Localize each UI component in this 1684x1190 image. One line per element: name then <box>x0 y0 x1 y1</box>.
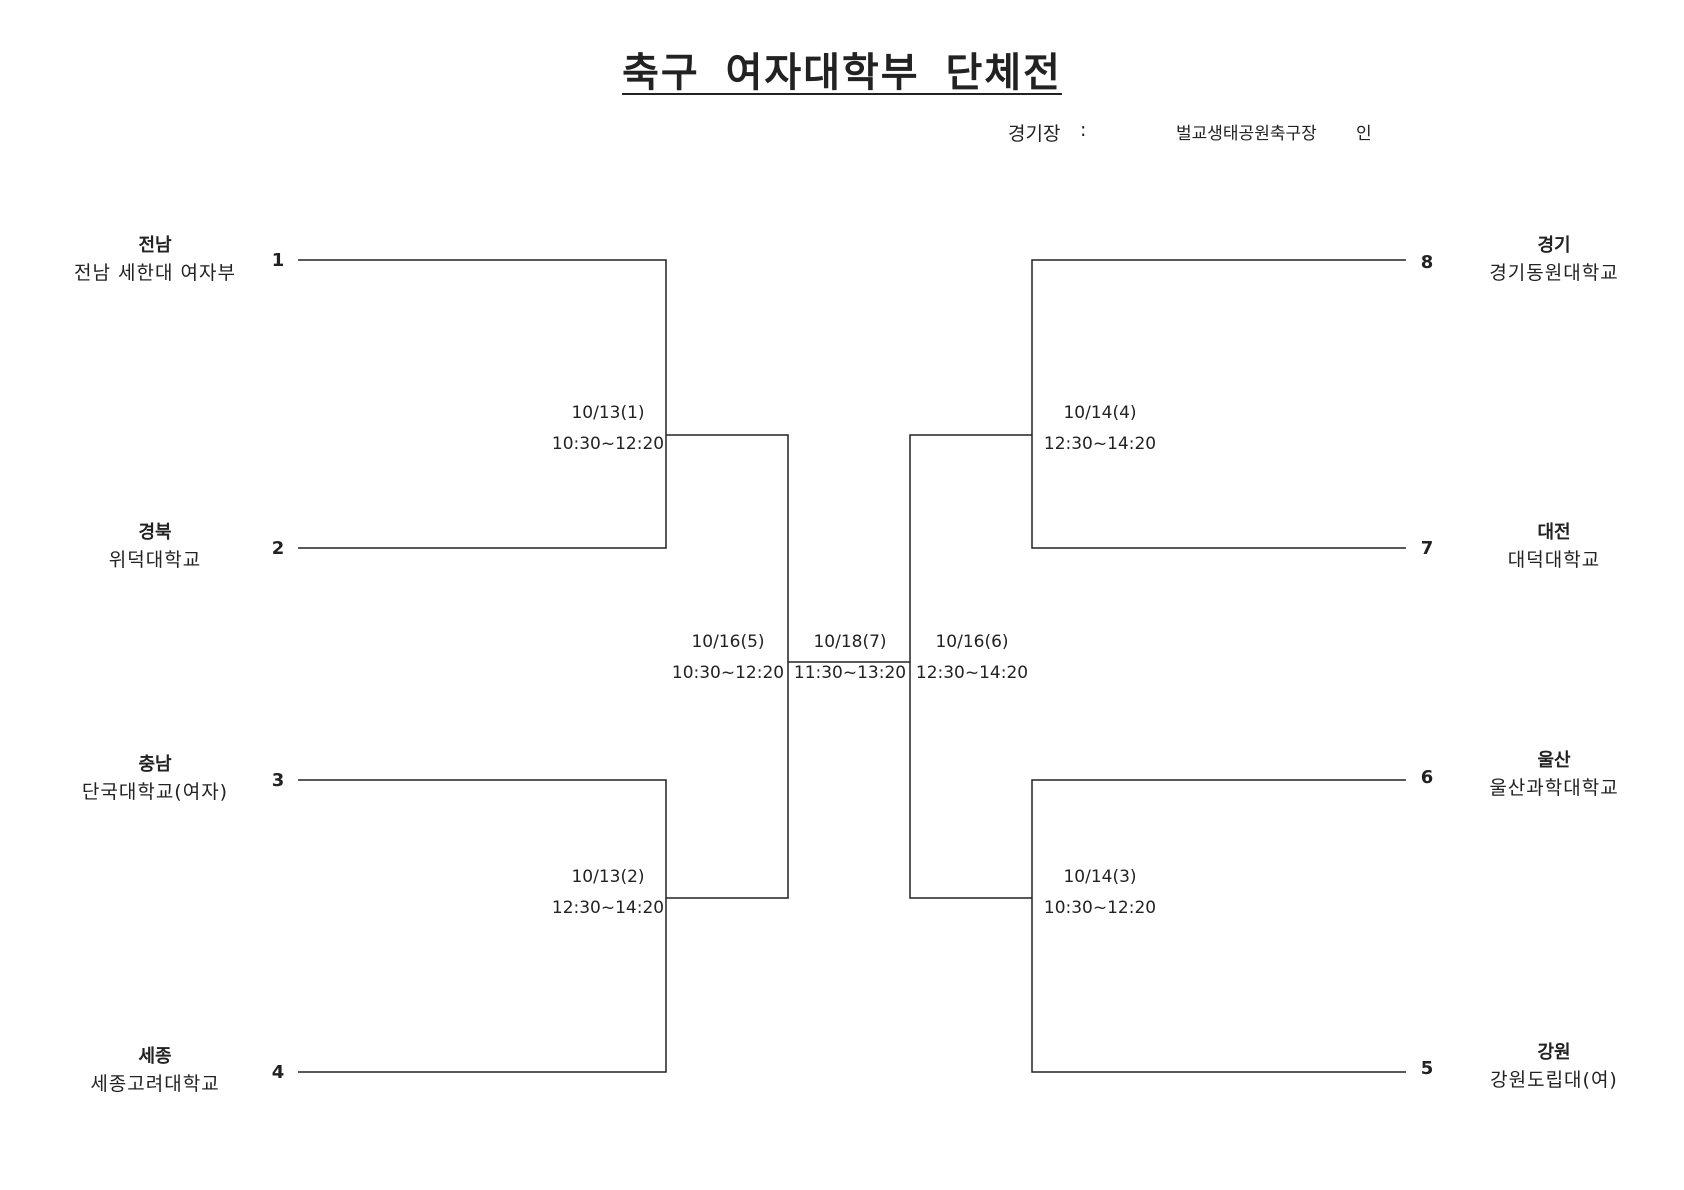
team-seed: 4 <box>271 1062 285 1083</box>
team-seed: 8 <box>1420 252 1434 273</box>
match-date: 10/13(1) <box>571 403 645 423</box>
match-date: 10/16(5) <box>691 632 765 652</box>
bracket-line-m1-out <box>666 434 789 899</box>
match-label-m2: 10/13(2) 12:30~14:20 <box>548 862 668 924</box>
match-label-m5: 10/16(5) 10:30~12:20 <box>668 627 788 689</box>
team-seed: 1 <box>271 250 285 271</box>
match-date: 10/14(4) <box>1063 403 1137 423</box>
team-region: 충남 <box>138 754 172 775</box>
team-seed: 7 <box>1420 538 1434 559</box>
match-label-m6: 10/16(6) 12:30~14:20 <box>912 627 1032 689</box>
team-seed: 2 <box>271 538 285 559</box>
match-time: 12:30~14:20 <box>1043 434 1157 454</box>
match-label-m3: 10/14(3) 10:30~12:20 <box>1040 862 1160 924</box>
team-school: 단국대학교(여자) <box>81 781 229 803</box>
team-entry-8: 경기 경기동원대학교 <box>1444 233 1664 287</box>
bracket-line-seed3 <box>298 779 667 1073</box>
team-region: 세종 <box>138 1046 172 1067</box>
match-time: 10:30~12:20 <box>671 663 785 683</box>
team-region: 경북 <box>138 522 172 543</box>
match-date: 10/16(6) <box>935 632 1009 652</box>
match-time: 10:30~12:20 <box>551 434 665 454</box>
match-date: 10/18(7) <box>813 632 887 652</box>
page-title: 축구 여자대학부 단체전 <box>622 50 1062 96</box>
team-seed: 3 <box>271 770 285 791</box>
match-label-m1: 10/13(1) 10:30~12:20 <box>548 398 668 460</box>
team-school: 울산과학대학교 <box>1489 777 1619 799</box>
team-school: 전남 세한대 여자부 <box>74 262 236 284</box>
team-school: 강원도립대(여) <box>1490 1069 1618 1091</box>
team-entry-2: 경북 위덕대학교 <box>45 520 265 574</box>
team-entry-6: 울산 울산과학대학교 <box>1444 748 1664 802</box>
match-date: 10/14(3) <box>1063 867 1137 887</box>
team-seed: 6 <box>1420 767 1434 788</box>
team-region: 강원 <box>1537 1042 1571 1063</box>
team-entry-3: 충남 단국대학교(여자) <box>45 752 265 806</box>
venue-label: 경기장 <box>1008 123 1061 145</box>
match-time: 12:30~14:20 <box>915 663 1029 683</box>
team-school: 대덕대학교 <box>1507 549 1601 571</box>
team-region: 대전 <box>1537 522 1571 543</box>
team-school: 경기동원대학교 <box>1489 262 1619 284</box>
venue-separator: : <box>1080 119 1087 141</box>
match-time: 12:30~14:20 <box>551 898 665 918</box>
match-date: 10/13(2) <box>571 867 645 887</box>
match-time: 11:30~13:20 <box>793 663 907 683</box>
team-region: 울산 <box>1537 750 1571 771</box>
team-school: 위덕대학교 <box>108 549 202 571</box>
team-entry-5: 강원 강원도립대(여) <box>1444 1040 1664 1094</box>
match-label-m4: 10/14(4) 12:30~14:20 <box>1040 398 1160 460</box>
venue-suffix: 인 <box>1356 124 1372 144</box>
team-seed: 5 <box>1420 1058 1434 1079</box>
team-region: 경기 <box>1537 235 1571 256</box>
match-time: 10:30~12:20 <box>1043 898 1157 918</box>
bracket-line-seed1 <box>298 259 667 549</box>
team-entry-1: 전남 전남 세한대 여자부 <box>45 233 265 287</box>
team-school: 세종고려대학교 <box>90 1073 220 1095</box>
bracket-line-seed8 <box>1031 259 1406 549</box>
bracket-line-m4-out <box>909 434 1032 899</box>
venue-name: 벌교생태공원축구장 <box>1176 124 1317 144</box>
team-entry-7: 대전 대덕대학교 <box>1444 520 1664 574</box>
team-entry-4: 세종 세종고려대학교 <box>45 1044 265 1098</box>
match-label-m7: 10/18(7) 11:30~13:20 <box>790 627 910 689</box>
team-region: 전남 <box>138 235 172 256</box>
bracket-line-seed6 <box>1031 779 1406 1073</box>
